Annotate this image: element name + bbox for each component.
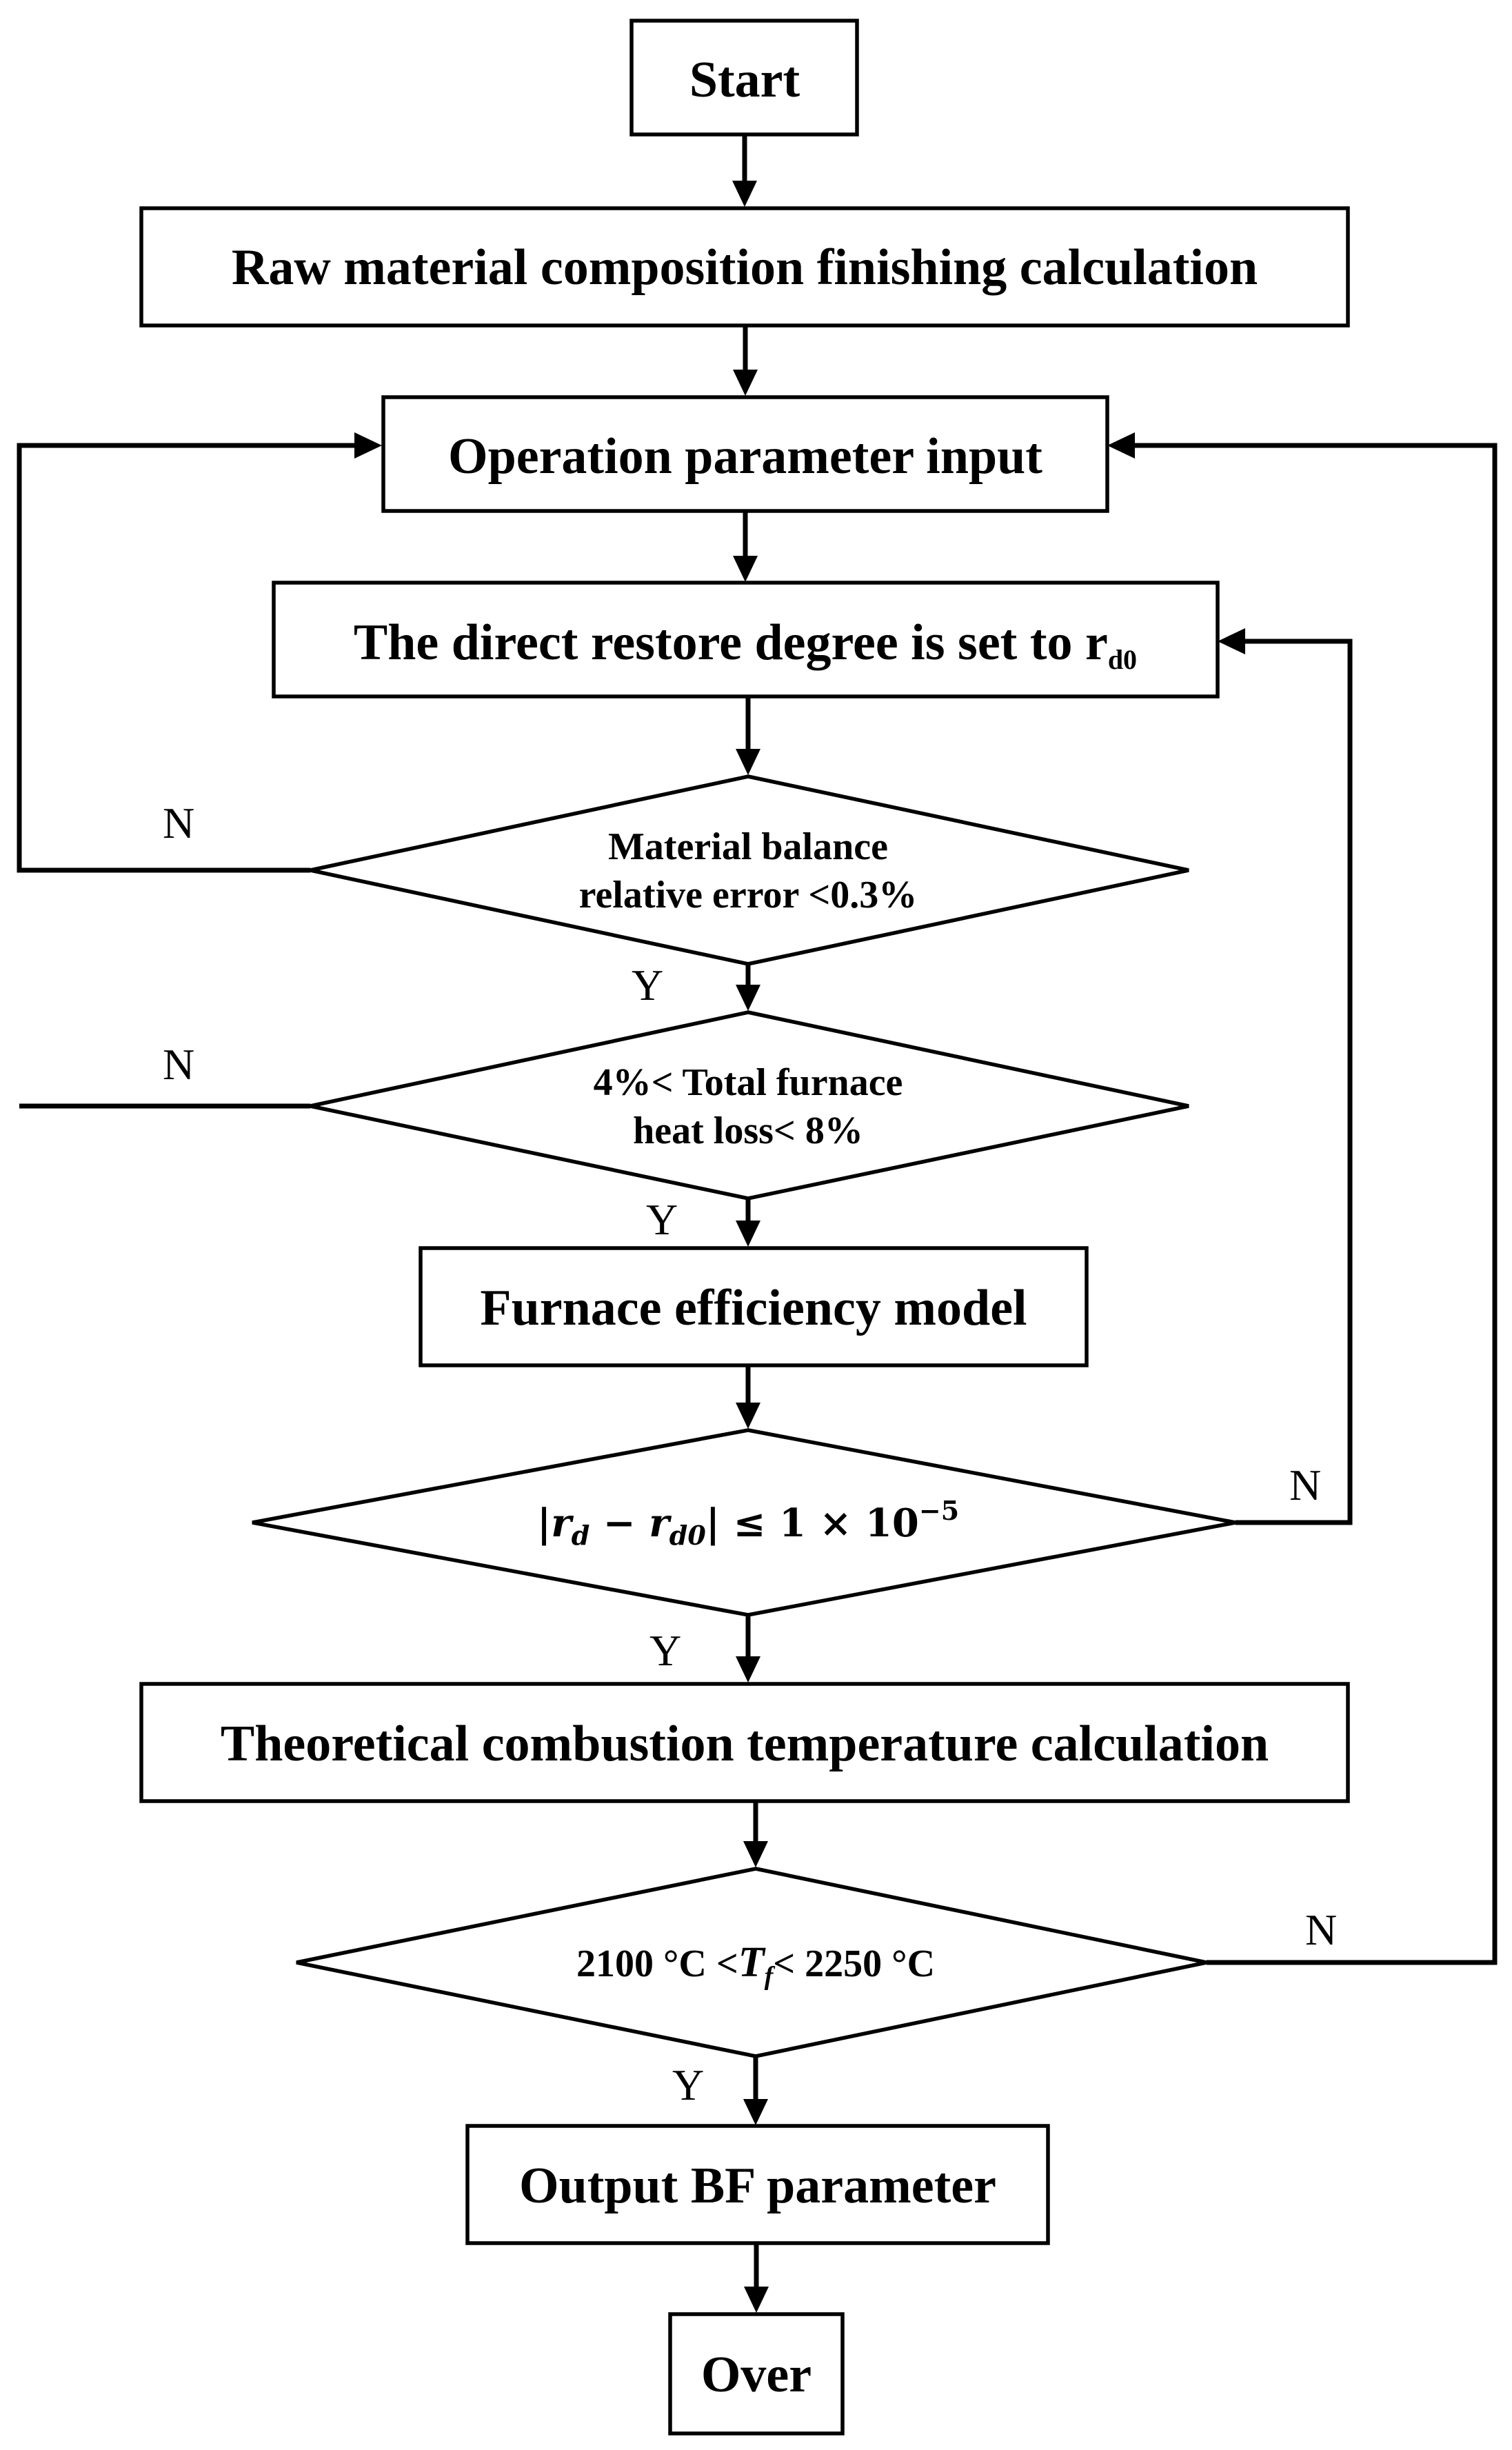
arrowhead	[736, 749, 760, 775]
direct-restore-label: The direct restore degree is set to rd0	[354, 614, 1137, 675]
n-label-balance: N	[163, 799, 194, 847]
convergence-formula: |rd − rd0| ≤ 1 × 10−5	[537, 1495, 959, 1551]
arrowhead	[732, 181, 757, 207]
temperature-decision: 2100 °C <Tf< 2250 °C	[296, 1867, 1207, 2058]
n-label-heat: N	[163, 1040, 194, 1089]
start-label: Start	[689, 52, 800, 108]
convergence-decision: |rd − rd0| ≤ 1 × 10−5	[252, 1428, 1236, 1617]
arrowhead	[733, 556, 758, 582]
heat-loss-decision: 4%< Total furnace heat loss< 8%	[310, 1010, 1189, 1201]
combustion-temp-node: Theoretical combustion temperature calcu…	[139, 1682, 1350, 1803]
arrowhead	[733, 370, 758, 396]
y-label-heat: Y	[646, 1195, 678, 1244]
heat-loss-line2: heat loss< 8%	[633, 1109, 863, 1152]
loop-convergence-to-restore	[1236, 639, 1353, 1525]
raw-material-node: Raw material composition finishing calcu…	[139, 206, 1350, 328]
operation-input-node: Operation parameter input	[381, 395, 1109, 513]
arrowhead	[736, 985, 760, 1011]
arrowhead	[1107, 432, 1135, 459]
arrowhead	[354, 432, 382, 459]
material-balance-line2: relative error <0.3%	[579, 874, 918, 916]
furnace-efficiency-label: Furnace efficiency model	[480, 1280, 1027, 1336]
connectors	[17, 134, 1498, 2313]
operation-input-label: Operation parameter input	[448, 428, 1042, 485]
arrowhead	[736, 1221, 760, 1247]
y-label-balance: Y	[632, 961, 663, 1010]
start-node: Start	[629, 19, 859, 137]
output-node: Output BF parameter	[465, 2124, 1050, 2245]
output-label: Output BF parameter	[519, 2158, 996, 2214]
loop-temperature-to-input	[1132, 443, 1498, 1965]
over-node: Over	[668, 2312, 845, 2436]
temperature-formula: 2100 °C <Tf< 2250 °C	[576, 1939, 935, 1991]
combustion-temp-label: Theoretical combustion temperature calcu…	[221, 1716, 1269, 1772]
direct-restore-node: The direct restore degree is set to rd0	[272, 581, 1220, 699]
arrowhead	[736, 1403, 760, 1429]
material-balance-decision: Material balance relative error <0.3%	[310, 774, 1189, 966]
n-label-temperature: N	[1305, 1905, 1337, 1954]
n-label-convergence: N	[1289, 1460, 1321, 1509]
arrowhead	[736, 1656, 760, 1683]
loop-balance-to-input	[17, 443, 359, 873]
over-label: Over	[701, 2347, 812, 2403]
heat-loss-line1: 4%< Total furnace	[594, 1061, 903, 1104]
y-label-convergence: Y	[649, 1626, 681, 1675]
arrowhead	[1218, 628, 1245, 654]
arrowhead	[743, 2099, 768, 2125]
y-label-temperature: Y	[672, 2060, 704, 2109]
arrowhead	[744, 2287, 769, 2313]
furnace-efficiency-node: Furnace efficiency model	[419, 1246, 1089, 1367]
raw-material-label: Raw material composition finishing calcu…	[232, 239, 1258, 296]
material-balance-line1: Material balance	[608, 825, 888, 868]
arrowhead	[743, 1841, 768, 1867]
